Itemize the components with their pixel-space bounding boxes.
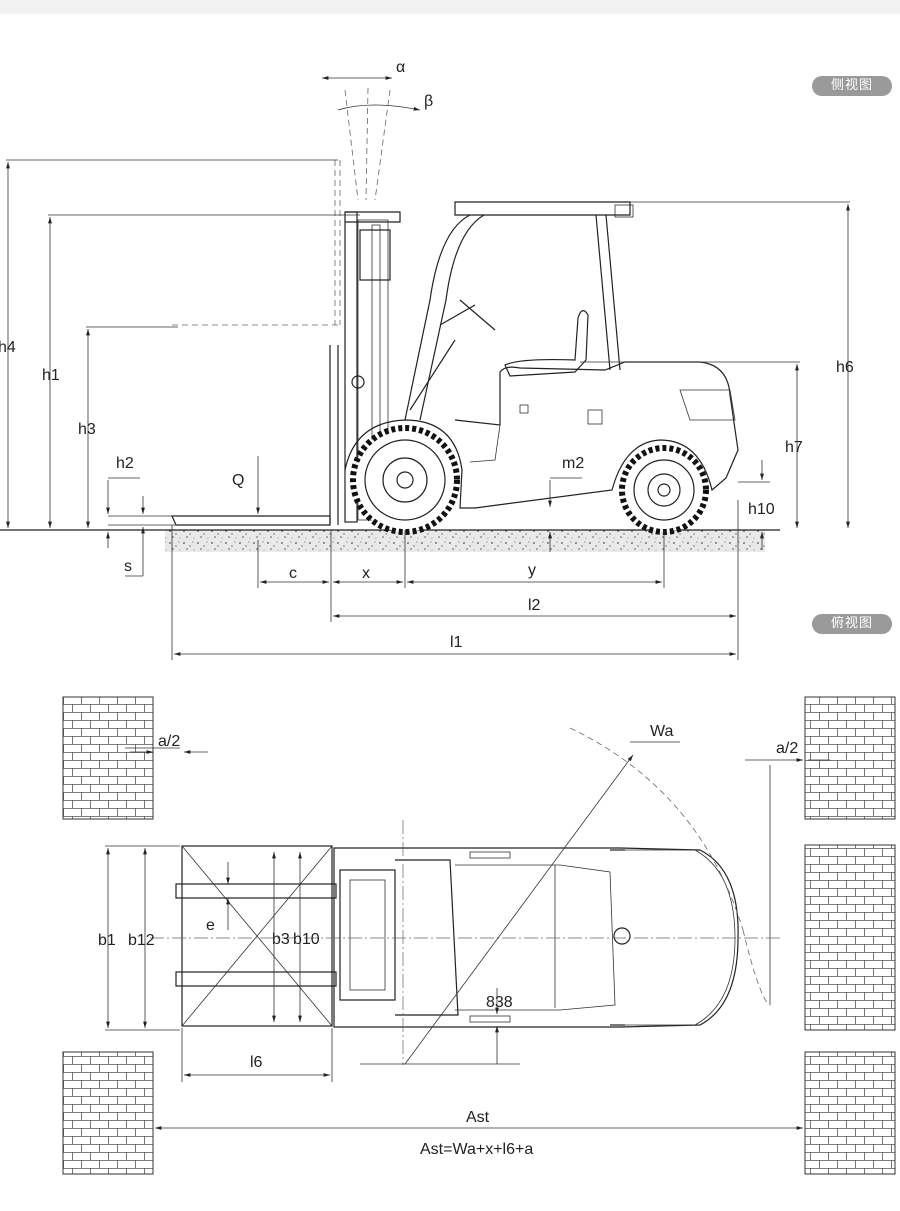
rack-middle-right xyxy=(804,844,896,1031)
b1-label: b1 xyxy=(98,932,116,949)
ast-formula: Ast=Wa+x+l6+a xyxy=(420,1141,533,1158)
front-wheel xyxy=(350,425,460,535)
rack-bottom-right xyxy=(804,1051,896,1175)
wa-radius-line xyxy=(404,754,634,1065)
b3-label: b3 xyxy=(272,931,290,948)
s-label: s xyxy=(124,558,132,575)
y-label: y xyxy=(528,562,536,579)
raised-mast-outline xyxy=(172,160,341,326)
h2-s-dimension: h2 s xyxy=(106,455,176,577)
l6-label: l6 xyxy=(250,1054,263,1071)
horizontal-extension-lines xyxy=(171,500,739,660)
b10-label: b10 xyxy=(293,931,320,948)
a-half-right-label: a/2 xyxy=(776,740,798,757)
side-view: α β xyxy=(0,59,854,660)
m2-label: m2 xyxy=(562,455,584,472)
beta-label: β xyxy=(424,93,433,110)
tilt-angle-indicator: α β xyxy=(322,59,433,201)
h7-label: h7 xyxy=(785,439,803,456)
a-half-left-label: a/2 xyxy=(158,733,180,750)
ast-label: Ast xyxy=(466,1109,490,1126)
turning-arc-upper xyxy=(569,727,744,931)
q-label: Q xyxy=(232,472,244,489)
rack-bottom-left xyxy=(62,1051,154,1175)
dim-838-label: 838 xyxy=(486,994,513,1011)
l2-label: l2 xyxy=(528,597,541,614)
h6-label: h6 xyxy=(836,359,854,376)
rack-top-left xyxy=(62,696,154,820)
h4-label: h4 xyxy=(0,339,16,356)
fork-shank xyxy=(329,345,339,525)
side-view-tag: 侧视图 xyxy=(812,76,892,96)
top-view-tag: 俯视图 xyxy=(812,614,892,634)
rack-top-right xyxy=(804,696,896,820)
h1-label: h1 xyxy=(42,367,60,384)
c-label: c xyxy=(289,565,297,582)
top-view: a/2 a/2 xyxy=(62,696,896,1175)
wa-label: Wa xyxy=(650,723,674,740)
ground-hatch xyxy=(165,530,765,552)
alpha-label: α xyxy=(396,59,405,76)
turning-arc-lower xyxy=(742,929,771,1006)
top-bar xyxy=(0,0,900,14)
truck-top-outline xyxy=(333,847,739,1028)
h10-label: h10 xyxy=(748,501,775,518)
truck-body xyxy=(344,361,739,509)
e-label: e xyxy=(206,917,215,934)
h3-label: h3 xyxy=(78,421,96,438)
fork-lowered xyxy=(171,515,331,526)
overhead-guard xyxy=(404,201,634,421)
h2-label: h2 xyxy=(116,455,134,472)
steering-and-seat xyxy=(409,299,589,411)
pallet-load xyxy=(175,845,337,1027)
rear-wheel xyxy=(619,445,709,535)
l1-label: l1 xyxy=(450,634,463,651)
b12-label: b12 xyxy=(128,932,155,949)
x-label: x xyxy=(362,565,370,582)
